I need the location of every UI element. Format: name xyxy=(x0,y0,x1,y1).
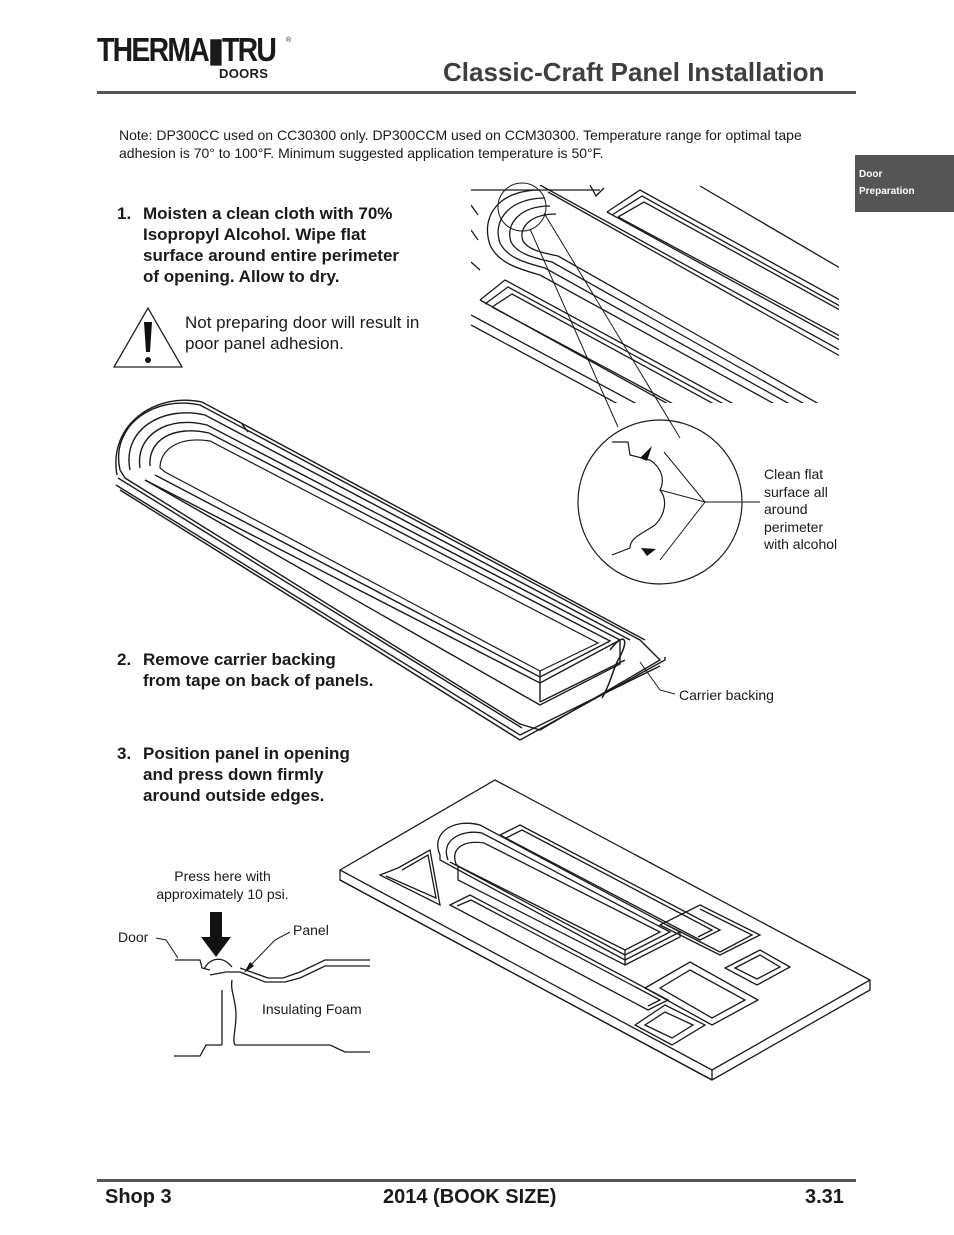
panel-with-tape xyxy=(115,399,666,741)
step-1-text: Moisten a clean cloth with 70% Isopropyl… xyxy=(143,204,400,286)
callout-press-here: Press here with approximately 10 psi. xyxy=(156,868,289,902)
callout-carrier-backing: Carrier backing xyxy=(679,687,774,703)
step-2-number: 2. xyxy=(117,650,132,669)
cross-section xyxy=(174,958,370,1057)
page-number: 3.31 xyxy=(805,1186,844,1208)
footer-left: Shop 3 xyxy=(105,1186,172,1208)
step-3-number: 3. xyxy=(117,744,132,763)
step-1: 1. Moisten a clean cloth with 70% Isopro… xyxy=(117,203,447,293)
step-3: 3. Position panel in opening and press d… xyxy=(117,743,417,809)
step-3-text: Position panel in opening and press down… xyxy=(143,744,350,805)
step-2: 2. Remove carrier backing from tape on b… xyxy=(117,649,417,693)
step-2-text: Remove carrier backing from tape on back… xyxy=(143,650,374,690)
callout-panel: Panel xyxy=(293,922,329,938)
section-tab-line1: Door xyxy=(859,169,883,180)
callout-clean-flat: Clean flat surface all around perimeter … xyxy=(764,466,838,552)
footer-center: 2014 (BOOK SIZE) xyxy=(383,1186,557,1208)
brand-logo: THERMA▮TRU xyxy=(97,31,277,68)
header-rule xyxy=(97,91,856,94)
callout-door: Door xyxy=(118,929,149,945)
brand-logo-subtitle: DOORS xyxy=(219,66,269,81)
step-1-number: 1. xyxy=(117,204,132,223)
page-title: Classic-Craft Panel Installation xyxy=(443,57,825,87)
warning-triangle-icon xyxy=(112,306,184,368)
warning-text: Not preparing door will result in poor p… xyxy=(185,313,420,353)
footer-rule xyxy=(97,1179,856,1182)
section-tab[interactable]: Door Preparation xyxy=(855,155,954,212)
section-tab-line2: Preparation xyxy=(859,186,915,197)
callout-insulating-foam: Insulating Foam xyxy=(262,1001,362,1017)
zoom-detail xyxy=(577,419,760,585)
door-with-panels xyxy=(338,779,872,1081)
door-opening-detail xyxy=(471,185,839,403)
registered-mark: ® xyxy=(286,37,292,44)
note-text: Note: DP300CC used on CC30300 only. DP30… xyxy=(119,127,802,161)
arrow-down-icon xyxy=(201,912,231,957)
